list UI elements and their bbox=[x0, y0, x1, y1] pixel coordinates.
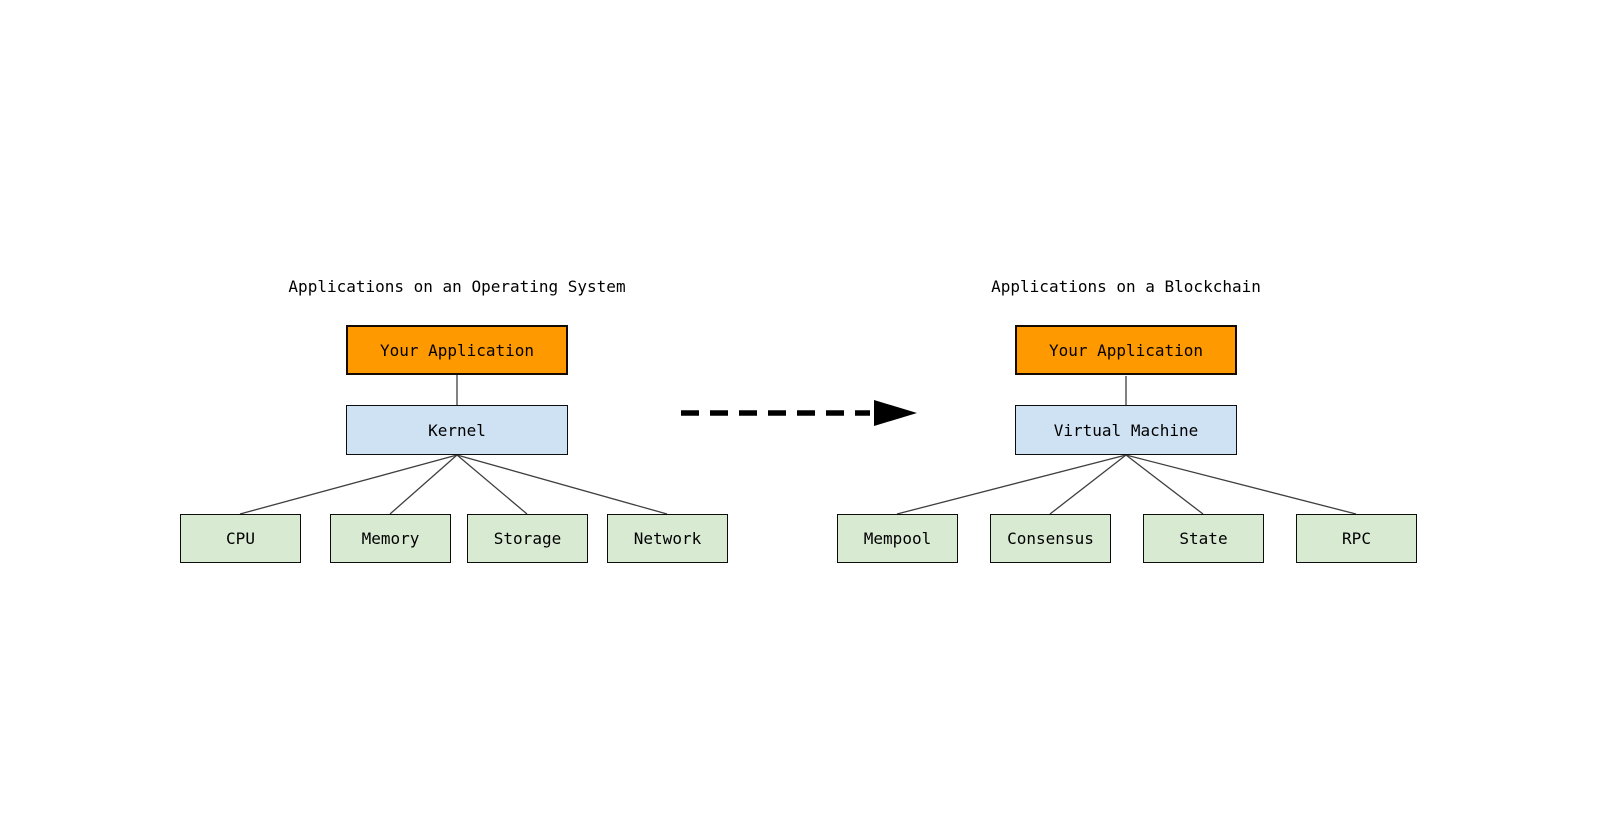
os-leaf-network: Network bbox=[607, 514, 728, 563]
arrow-head-icon bbox=[874, 400, 917, 426]
connector-kernel-to-cpu bbox=[239, 454, 458, 515]
bc-virtual-machine-box: Virtual Machine bbox=[1015, 405, 1237, 455]
os-your-application-box: Your Application bbox=[346, 325, 568, 375]
connector-vm-to-mempool bbox=[896, 454, 1127, 515]
bc-leaf-consensus: Consensus bbox=[990, 514, 1111, 563]
os-kernel-box: Kernel bbox=[346, 405, 568, 455]
os-diagram-title: Applications on an Operating System bbox=[288, 277, 626, 296]
connector-kernel-to-storage bbox=[456, 454, 528, 515]
os-leaf-cpu: CPU bbox=[180, 514, 301, 563]
connector-vm-to-consensus bbox=[1049, 454, 1127, 515]
bc-leaf-rpc: RPC bbox=[1296, 514, 1417, 563]
connector-vm-to-state bbox=[1125, 454, 1204, 515]
connector-kernel-to-memory bbox=[389, 454, 458, 515]
connector-vm-to-rpc bbox=[1125, 454, 1357, 515]
bc-leaf-state: State bbox=[1143, 514, 1264, 563]
bc-your-application-box: Your Application bbox=[1015, 325, 1237, 375]
connector-kernel-to-network bbox=[456, 454, 668, 515]
blockchain-diagram-title: Applications on a Blockchain bbox=[991, 277, 1261, 296]
transform-arrow bbox=[681, 400, 917, 426]
os-leaf-storage: Storage bbox=[467, 514, 588, 563]
bc-leaf-mempool: Mempool bbox=[837, 514, 958, 563]
os-leaf-memory: Memory bbox=[330, 514, 451, 563]
